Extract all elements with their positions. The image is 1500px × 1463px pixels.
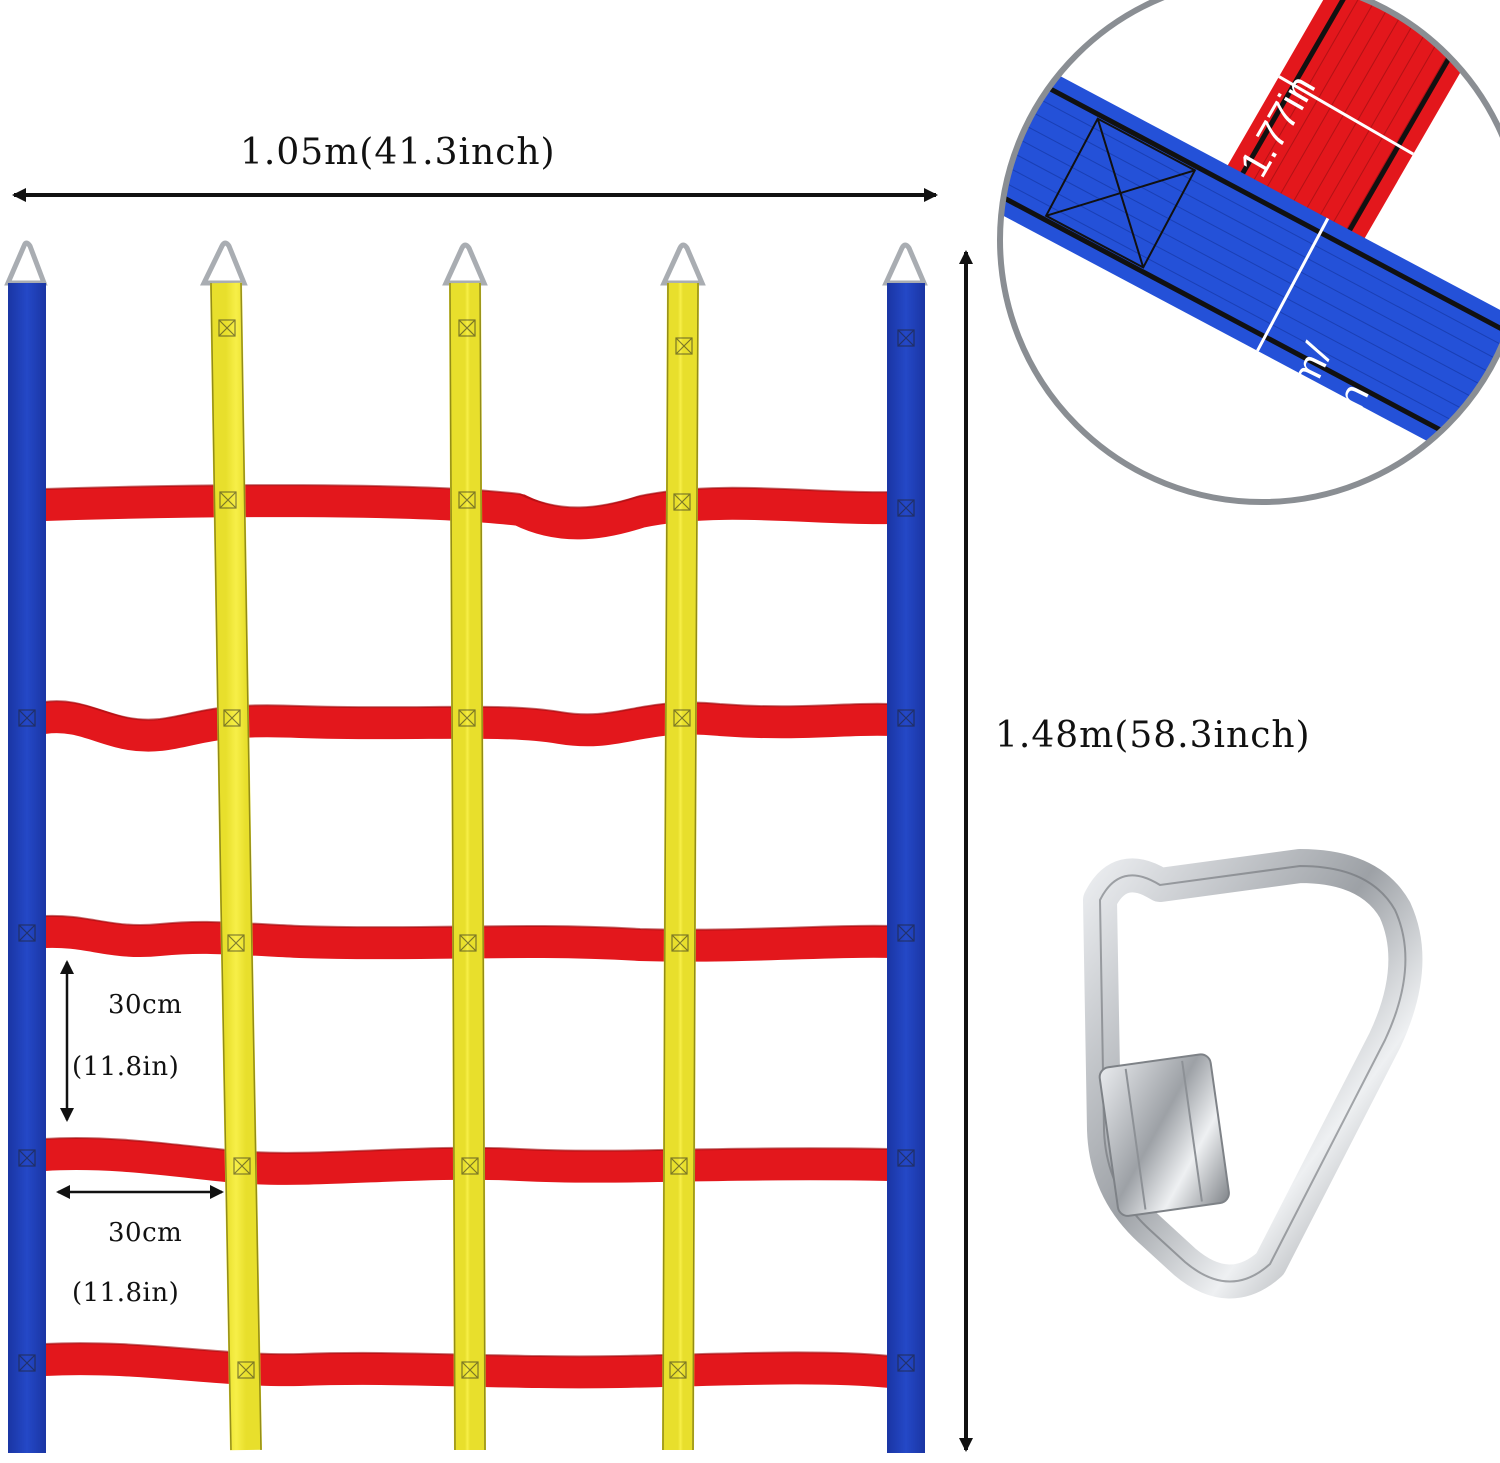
top-carabiners xyxy=(4,240,928,286)
carabiner-icon xyxy=(200,240,248,286)
left-blue-strap xyxy=(8,283,46,1453)
height-label: 1.48m(58.3inch) xyxy=(995,715,1311,756)
inner-straps xyxy=(210,282,699,1451)
yellow-strap-3 xyxy=(662,282,699,1451)
carabiner-icon xyxy=(660,242,706,286)
rung-5 xyxy=(43,1343,892,1389)
zoom-border xyxy=(997,0,1500,505)
carabiner-icon xyxy=(882,242,928,286)
right-blue-strap xyxy=(887,283,925,1453)
carabiner-icon xyxy=(4,240,48,286)
rung-3 xyxy=(43,915,891,962)
stitch-marks xyxy=(18,319,915,1379)
rung-4 xyxy=(42,1137,891,1185)
yellow-strap-2 xyxy=(449,282,486,1451)
carabiner-lock-sleeve xyxy=(1098,1053,1230,1217)
yellow-strap-1 xyxy=(210,282,262,1451)
zoom-blue-strap xyxy=(1000,16,1500,478)
carabiner-icon xyxy=(442,242,488,286)
horizontal-spacing-value: 30cm xyxy=(108,1218,183,1248)
zoom-detail xyxy=(1000,0,1500,502)
carabiner-icon xyxy=(1083,849,1423,1299)
vertical-spacing-imperial: (11.8in) xyxy=(72,1052,180,1082)
side-straps xyxy=(8,283,925,1453)
horizontal-spacing-imperial: (11.8in) xyxy=(72,1278,180,1308)
width-label: 1.05m(41.3inch) xyxy=(240,132,556,173)
vertical-spacing-value: 30cm xyxy=(108,990,183,1020)
